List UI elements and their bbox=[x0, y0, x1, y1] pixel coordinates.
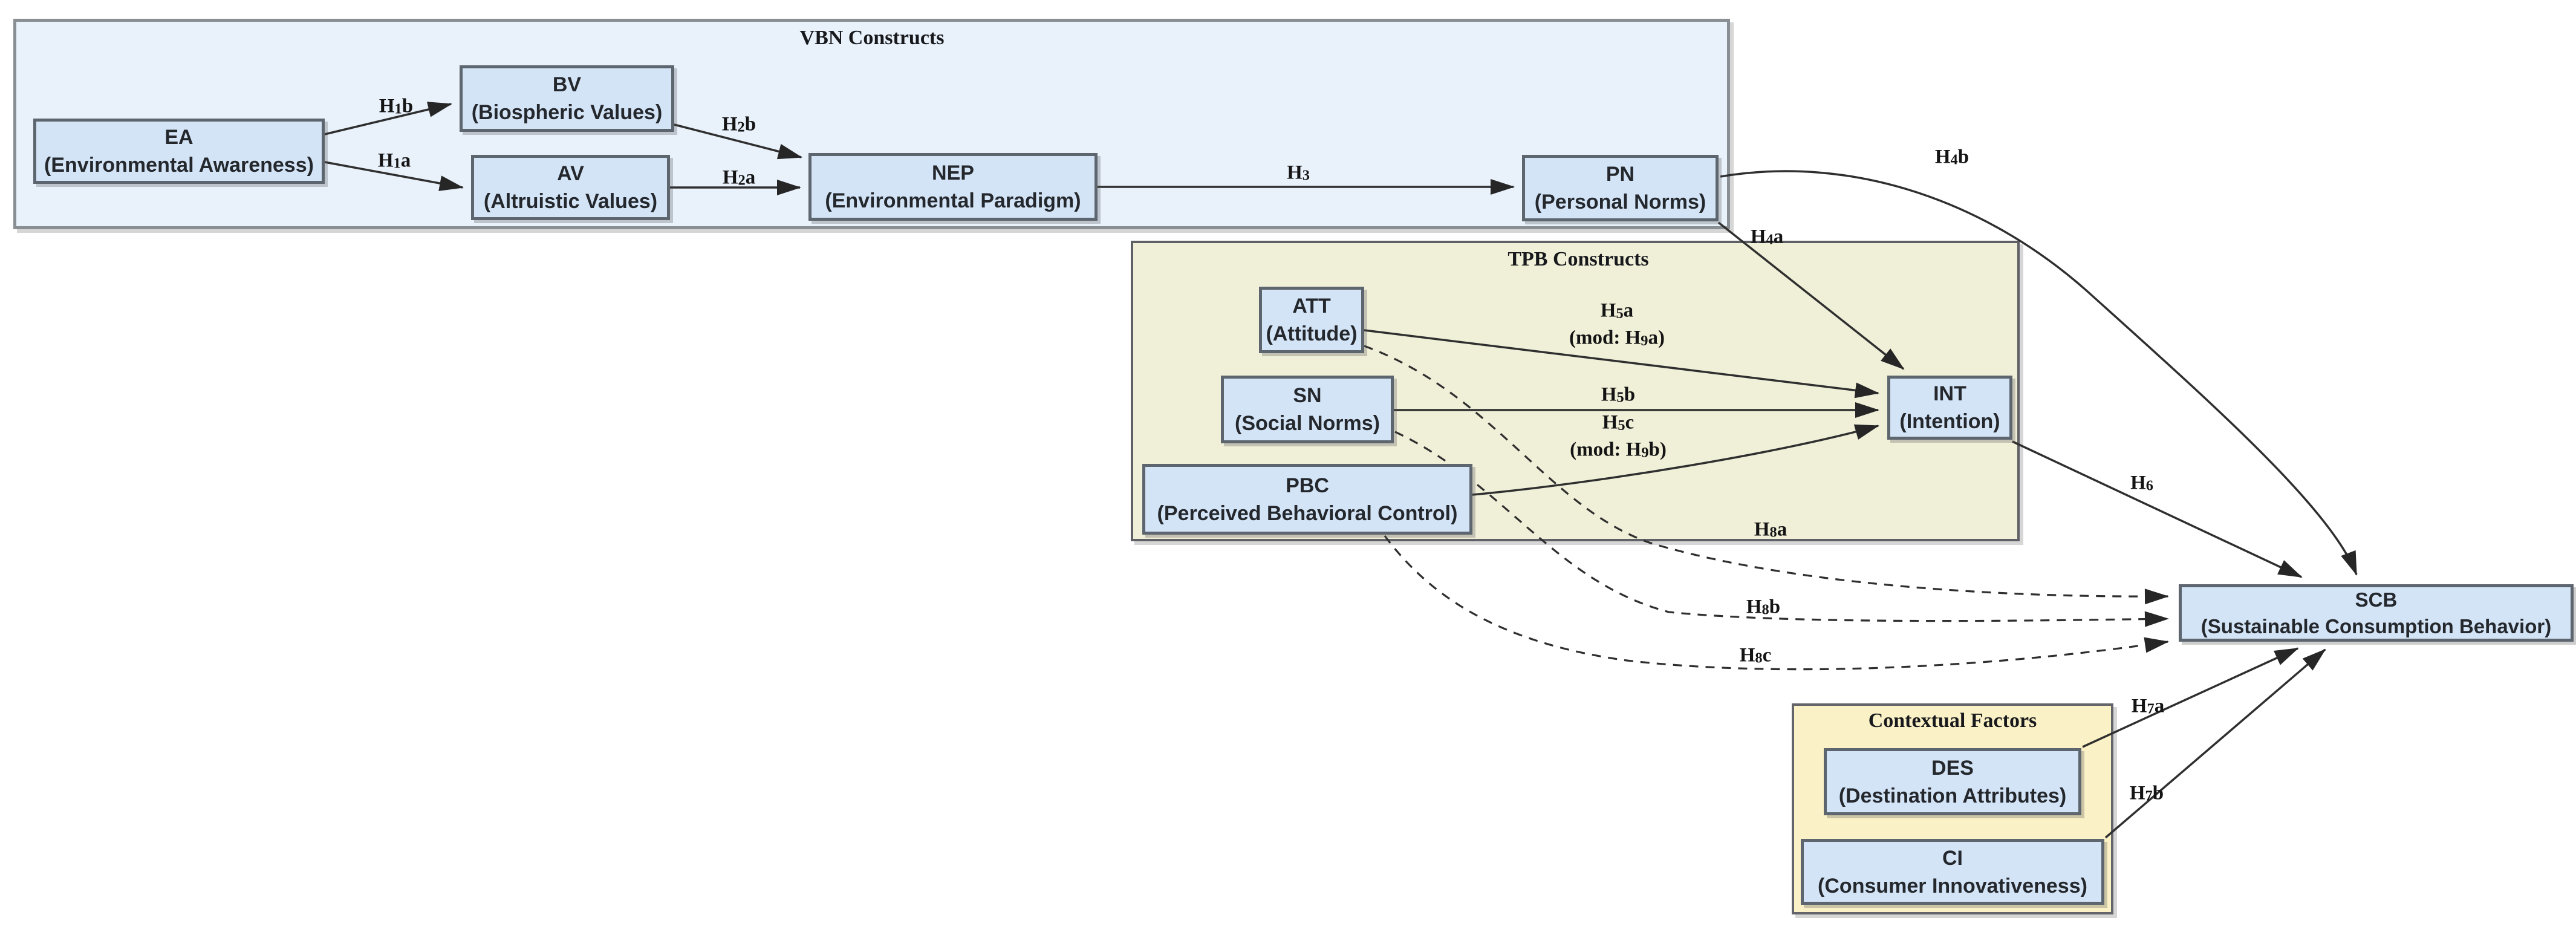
edge-h5a-att-int bbox=[1364, 329, 1879, 399]
vbn-constructs-title: VBN Constructs bbox=[799, 27, 945, 49]
node-des: DES (Destination Attributes) bbox=[1824, 748, 2081, 815]
node-scb-label: (Sustainable Consumption Behavior) bbox=[2200, 614, 2552, 637]
label-h6: H6 bbox=[2130, 472, 2153, 494]
node-nep: NEP (Environmental Paradigm) bbox=[808, 153, 1098, 221]
label-h5a: H5a (mod: H9a) bbox=[1569, 299, 1665, 350]
label-h5c: H5c (mod: H9b) bbox=[1570, 411, 1667, 461]
edge-h1a-ea-av bbox=[324, 161, 464, 191]
node-sn-abbr: SN bbox=[1293, 384, 1322, 407]
label-h4b: H4b bbox=[1934, 146, 1969, 168]
node-ea: EA (Environmental Awareness) bbox=[33, 119, 325, 184]
node-nep-abbr: NEP bbox=[932, 161, 974, 184]
edge-h1b-ea-bv bbox=[324, 102, 452, 135]
edge-h5c-pbc-int bbox=[1472, 424, 1879, 496]
node-att-abbr: ATT bbox=[1292, 295, 1331, 318]
edge-h4a-pn-int bbox=[1717, 221, 1905, 370]
node-ci-abbr: CI bbox=[1942, 846, 1963, 870]
edge-h2b-bv-nep bbox=[674, 123, 802, 160]
node-int: INT (Intention) bbox=[1887, 376, 2012, 440]
node-sn-label: (Social Norms) bbox=[1235, 412, 1380, 435]
node-des-abbr: DES bbox=[1931, 756, 1974, 780]
edge-h8c-pbc-scb bbox=[1384, 535, 2169, 671]
edge-h6-int-scb bbox=[2012, 440, 2303, 578]
label-h7a: H7a bbox=[2131, 695, 2165, 717]
node-int-abbr: INT bbox=[1933, 382, 1966, 405]
edge-h8b-sn-scb bbox=[1394, 431, 2169, 627]
node-av-label: (Altruistic Values) bbox=[483, 190, 658, 213]
label-h2b: H2b bbox=[721, 113, 756, 135]
label-h4a: H4a bbox=[1750, 226, 1784, 248]
node-ea-abbr: EA bbox=[164, 126, 194, 149]
node-ci-label: (Consumer Innovativeness) bbox=[1818, 874, 2087, 898]
node-ea-label: (Environmental Awareness) bbox=[44, 154, 314, 177]
node-des-label: (Destination Attributes) bbox=[1838, 784, 2067, 807]
node-scb: SCB (Sustainable Consumption Behavior) bbox=[2179, 584, 2574, 642]
label-h8b: H8b bbox=[1746, 596, 1781, 618]
label-h2a: H2a bbox=[722, 166, 756, 189]
node-nep-label: (Environmental Paradigm) bbox=[825, 189, 1081, 212]
node-av: AV (Altruistic Values) bbox=[471, 155, 670, 220]
node-bv: BV (Biospheric Values) bbox=[460, 65, 674, 132]
node-sn: SN (Social Norms) bbox=[1221, 376, 1394, 443]
label-h8a: H8a bbox=[1754, 518, 1787, 541]
node-scb-abbr: SCB bbox=[2355, 588, 2398, 611]
node-ci: CI (Consumer Innovativeness) bbox=[1801, 839, 2104, 905]
contextual-factors-title: Contextual Factors bbox=[1868, 709, 2037, 732]
node-bv-abbr: BV bbox=[552, 73, 582, 96]
node-int-label: (Intention) bbox=[1899, 410, 2000, 433]
edge-h7a-des-scb bbox=[2082, 647, 2299, 748]
label-h5b: H5b bbox=[1601, 383, 1636, 406]
node-pbc-abbr: PBC bbox=[1286, 474, 1329, 497]
node-pn: PN (Personal Norms) bbox=[1522, 155, 1719, 221]
node-att-label: (Attitude) bbox=[1266, 322, 1358, 345]
edge-h8a-att-scb bbox=[1364, 345, 2169, 605]
edge-h7b-ci-scb bbox=[2104, 648, 2326, 839]
label-h7b: H7b bbox=[2129, 782, 2164, 804]
node-bv-label: (Biospheric Values) bbox=[471, 101, 663, 124]
label-h1b: H1b bbox=[379, 95, 414, 117]
tpb-constructs-title: TPB Constructs bbox=[1508, 248, 1649, 270]
label-h1a: H1a bbox=[377, 149, 411, 172]
node-pbc: PBC (Perceived Behavioral Control) bbox=[1142, 464, 1472, 535]
node-pn-label: (Personal Norms) bbox=[1534, 191, 1706, 213]
node-att: ATT (Attitude) bbox=[1259, 287, 1364, 353]
node-av-abbr: AV bbox=[557, 162, 584, 185]
node-pbc-label: (Perceived Behavioral Control) bbox=[1157, 501, 1458, 525]
edge-h4b-pn-scb bbox=[1720, 170, 2358, 576]
label-h8c: H8c bbox=[1739, 644, 1772, 666]
node-pn-abbr: PN bbox=[1605, 163, 1635, 186]
label-h3: H3 bbox=[1287, 161, 1310, 184]
